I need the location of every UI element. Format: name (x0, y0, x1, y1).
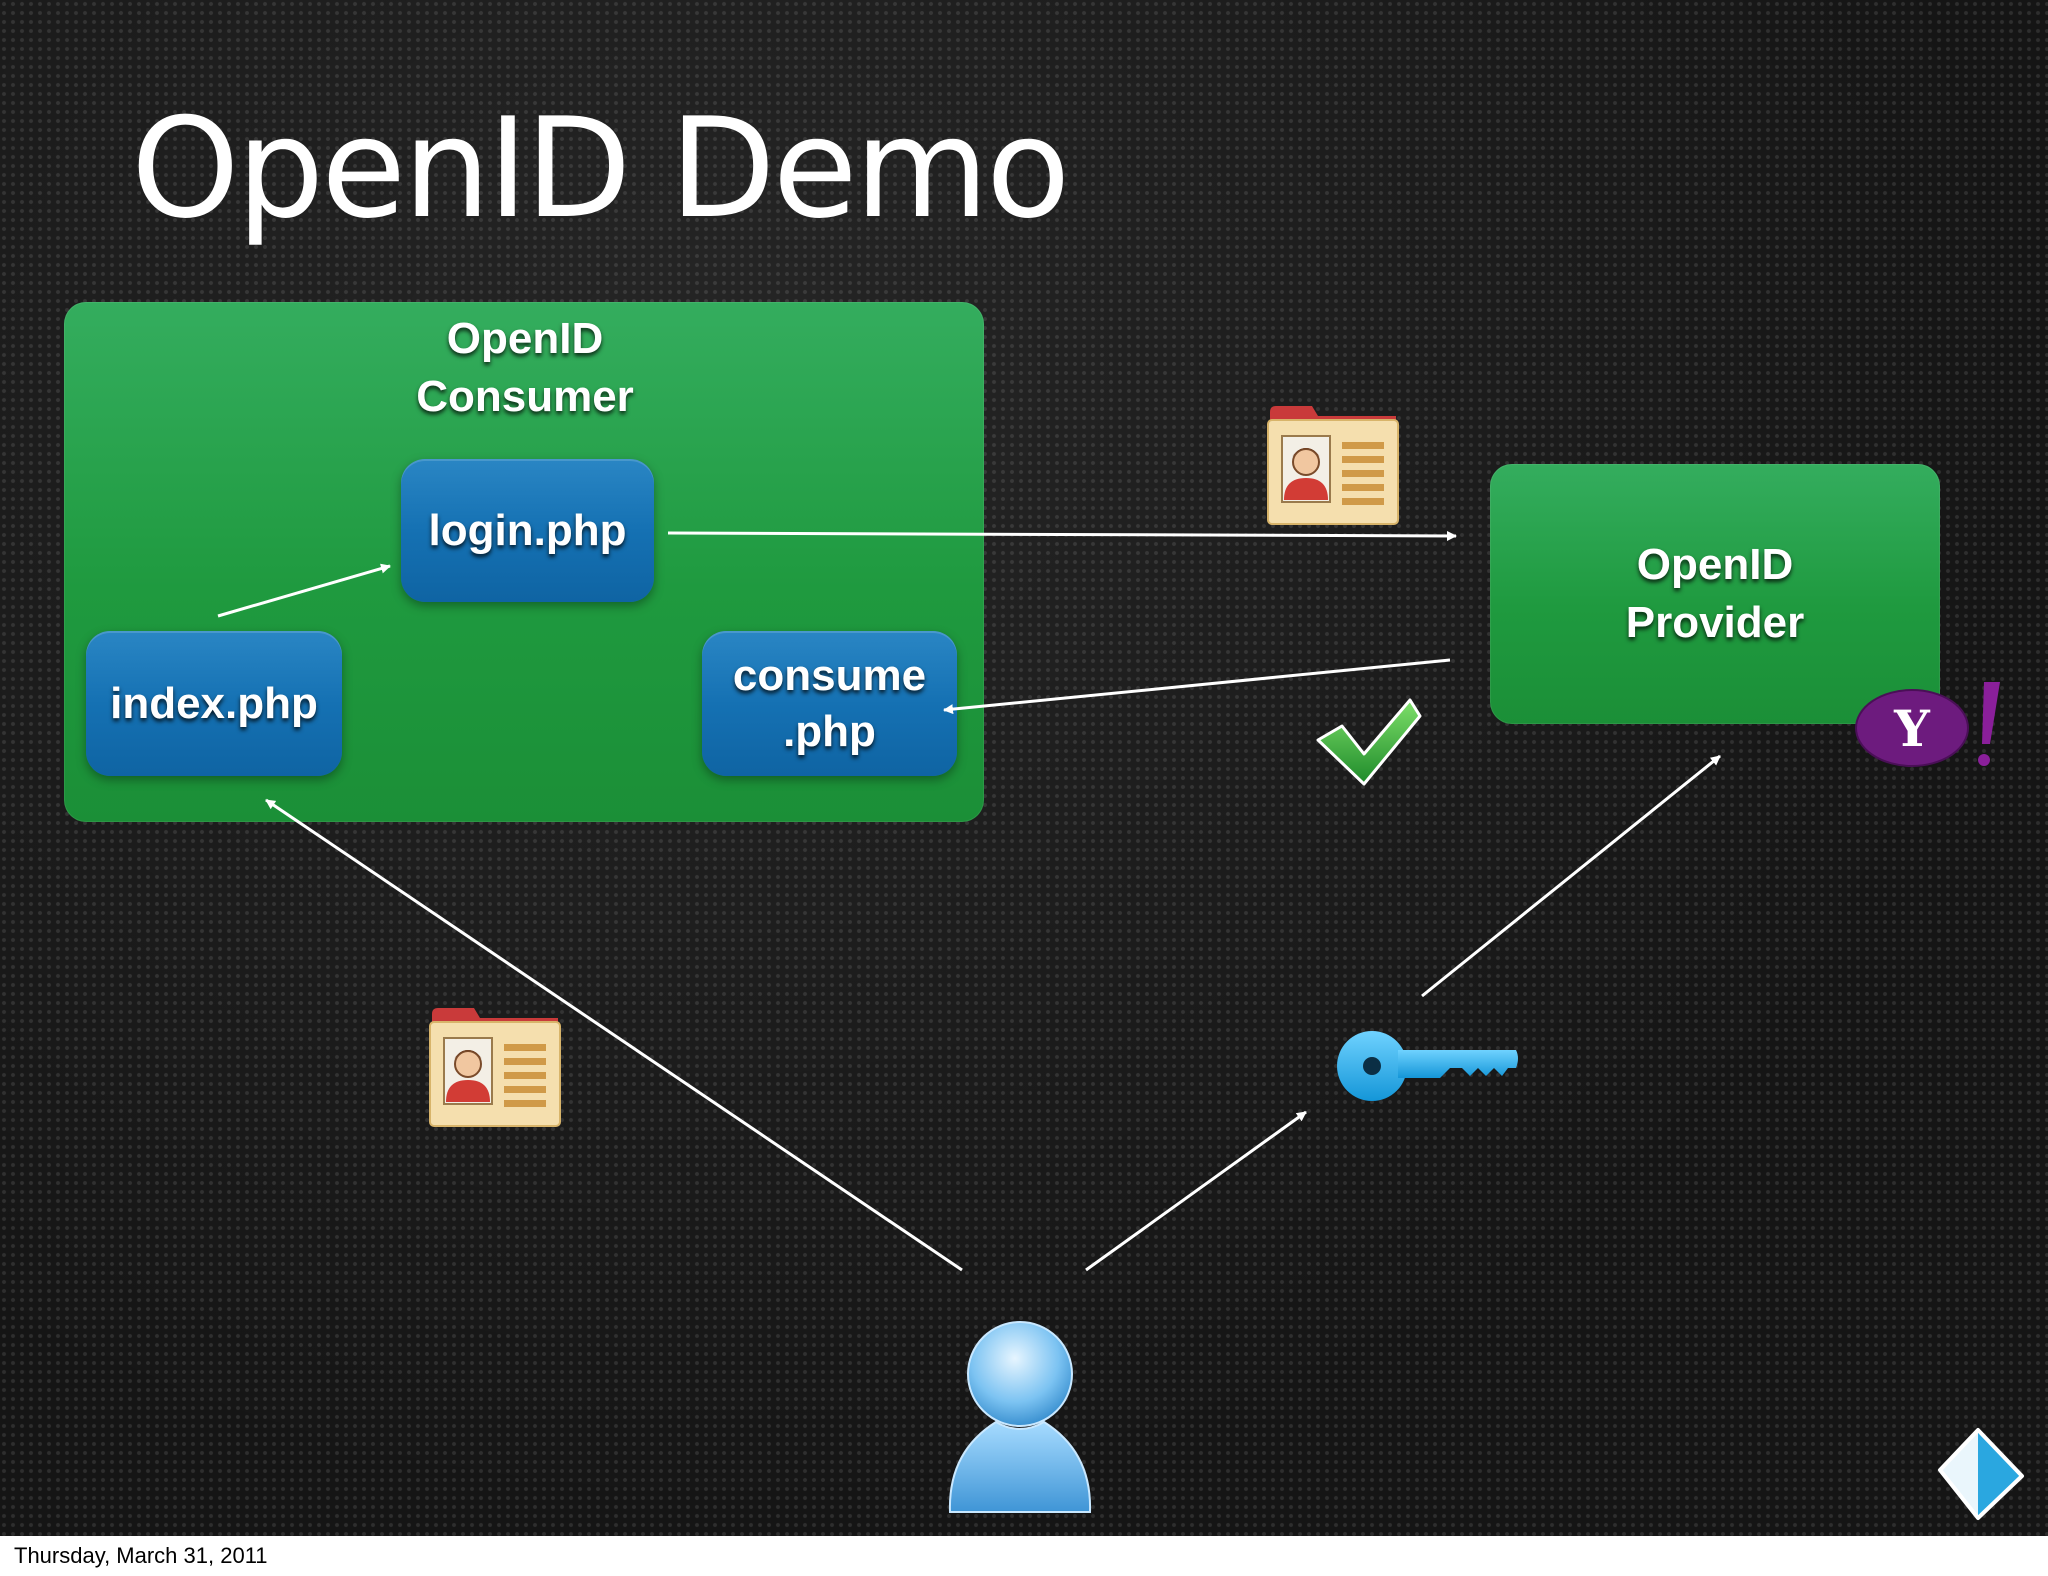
arrow-login-to-provider (667, 530, 1457, 541)
presentation-app-logo-icon (1938, 1428, 2024, 1520)
arrow-key-to-provider (1421, 754, 1721, 998)
login-php-node: login.php (401, 459, 654, 602)
arrow-user-to-key (1085, 1110, 1307, 1272)
id-card-icon (1267, 406, 1399, 525)
flow-arrows (217, 530, 1721, 1272)
key-icon (1337, 1031, 1518, 1101)
slide: OpenID Demo OpenID Consumer login.php in… (0, 0, 2048, 1536)
svg-text:Y: Y (1893, 699, 1931, 758)
openid-provider-box (1490, 464, 1940, 724)
yahoo-logo-icon: Y (1855, 682, 2000, 767)
index-php-node: index.php (86, 631, 342, 776)
user-icon (948, 1321, 1092, 1513)
checkmark-icon (1316, 698, 1422, 786)
arrow-provider-to-consume (943, 658, 1451, 715)
openid-provider-label: OpenID Provider (1625, 540, 1805, 647)
arrow-index-to-login (217, 563, 391, 618)
slide-title: OpenID Demo (131, 88, 1070, 249)
id-card-icon (429, 1008, 561, 1127)
consume-php-node: consume .php (702, 631, 957, 776)
arrow-user-to-index (265, 798, 963, 1272)
footer-date: Thursday, March 31, 2011 (14, 1543, 268, 1568)
openid-consumer-label: OpenID Consumer (416, 314, 634, 421)
